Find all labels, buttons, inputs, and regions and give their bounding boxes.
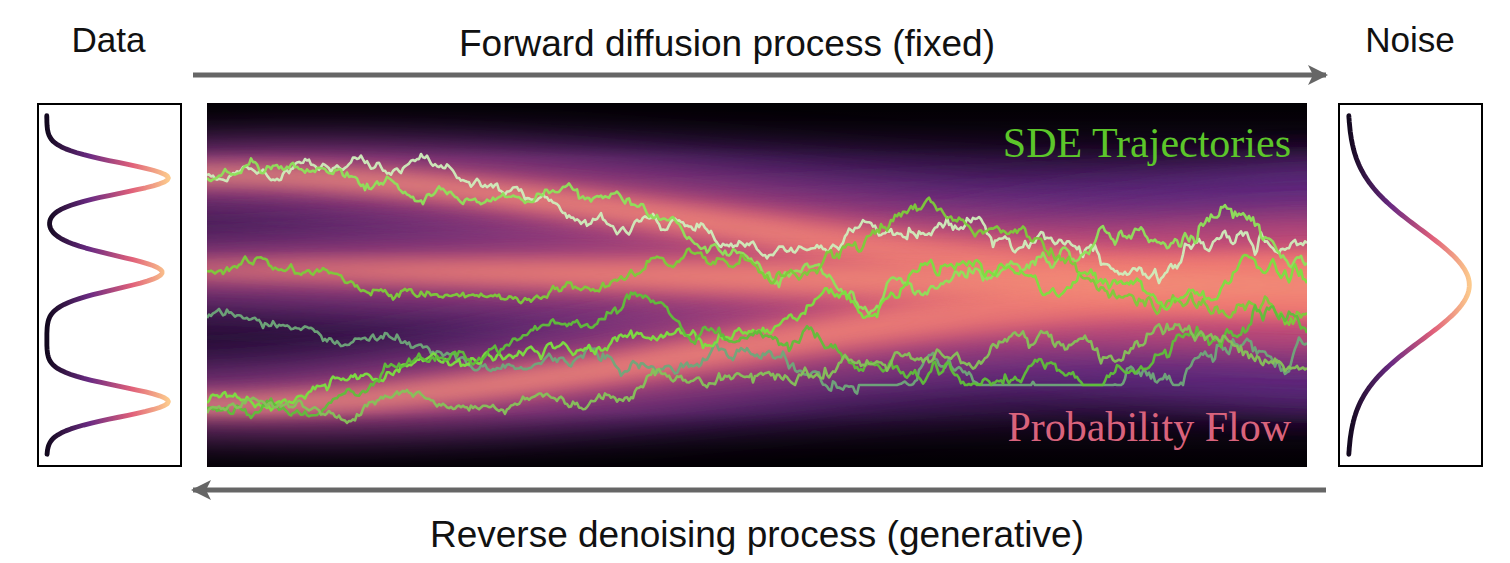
process-arrow xyxy=(193,73,1326,78)
diffusion-panel: SDE TrajectoriesProbability Flow xyxy=(207,103,1307,467)
density-curve xyxy=(1340,105,1481,465)
distribution-frame xyxy=(1338,103,1483,467)
process-label: Forward diffusion process (fixed) xyxy=(459,22,995,66)
distribution-box: Data xyxy=(30,18,187,508)
flow-label: Probability Flow xyxy=(1007,403,1291,451)
distribution-frame xyxy=(37,103,182,467)
process-arrow xyxy=(193,488,1326,493)
box-heading: Noise xyxy=(1332,18,1488,62)
trajectory-label: SDE Trajectories xyxy=(1003,119,1291,167)
distribution-box: Noise xyxy=(1332,18,1488,508)
box-heading: Data xyxy=(30,18,187,62)
process-label: Reverse denoising process (generative) xyxy=(430,513,1084,557)
density-curve xyxy=(39,105,180,465)
